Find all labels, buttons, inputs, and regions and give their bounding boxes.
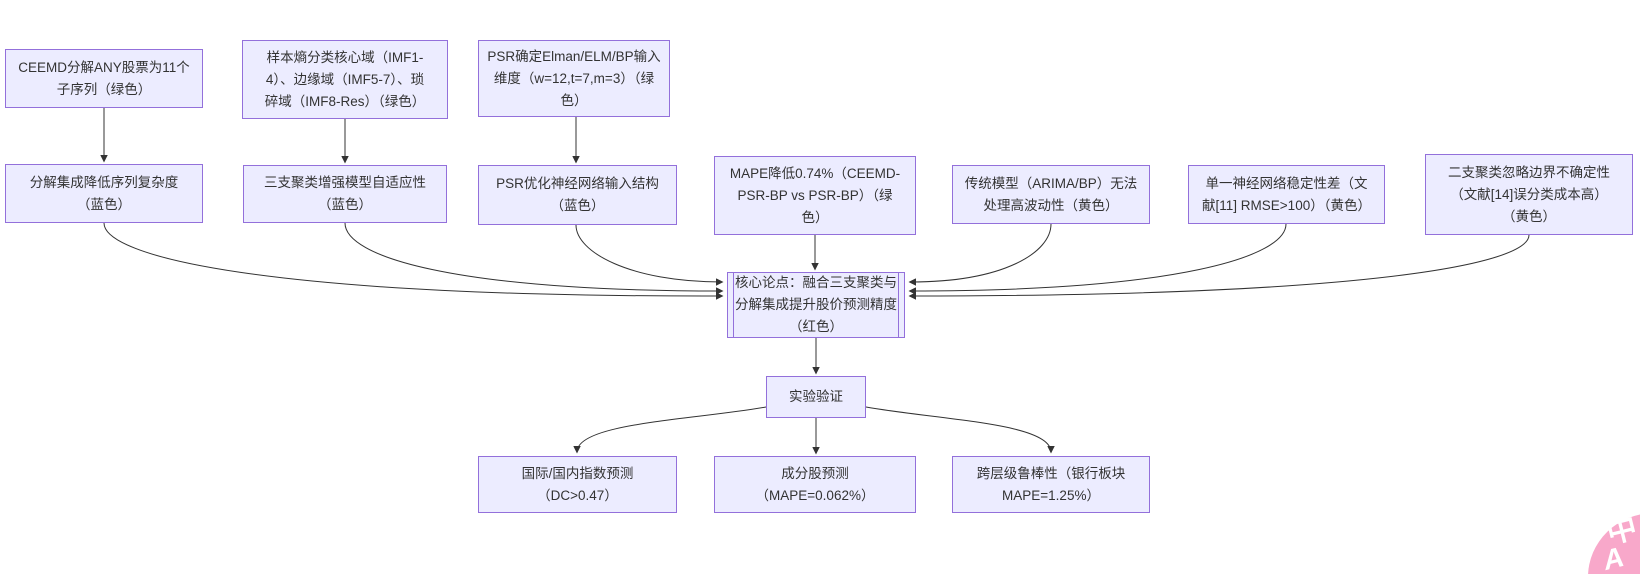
node-psr-input-dimension: PSR确定Elman/ELM/BP输入 维度（w=12,t=7,m=3）（绿 色… [478, 40, 670, 117]
edge-experiment-index [573, 406, 767, 454]
node-index-prediction: 国际/国内指数预测 （DC>0.47） [478, 456, 677, 513]
node-three-way-clustering: 三支聚类增强模型自适应性 （蓝色） [243, 165, 447, 223]
edge-psropt-core [575, 224, 724, 286]
edge-threeway-core [344, 222, 724, 295]
node-cross-level-robustness: 跨层级鲁棒性（银行板块 MAPE=1.25%） [952, 456, 1150, 513]
translate-badge-button[interactable]: 中 A [1588, 511, 1640, 574]
node-sample-entropy-classification: 样本熵分类核心域（IMF1- 4）、边缘域（IMF5-7）、琐 碎域（IMF8-… [242, 40, 448, 119]
edge-traditional-core [908, 223, 1052, 286]
edge-singlenn-core [908, 223, 1287, 295]
node-traditional-model-limits: 传统模型（ARIMA/BP）无法 处理高波动性（黄色） [952, 165, 1150, 224]
node-decomposition-integration: 分解集成降低序列复杂度 （蓝色） [5, 164, 203, 223]
node-core-thesis: 核心论点：融合三支聚类与 分解集成提升股价预测精度 （红色） [727, 272, 905, 338]
node-component-stock-prediction: 成分股预测 （MAPE=0.062%） [714, 456, 916, 513]
edge-experiment-robustness [865, 406, 1055, 454]
edge-decomp-core [103, 222, 724, 300]
node-two-way-clustering-limits: 二支聚类忽略边界不确定性 （文献[14]误分类成本高） （黄色） [1425, 154, 1633, 235]
node-psr-optimization: PSR优化神经网络输入结构 （蓝色） [478, 165, 677, 225]
node-single-nn-instability: 单一神经网络稳定性差（文 献[11] RMSE>100）（黄色） [1188, 165, 1385, 224]
node-mape-reduction: MAPE降低0.74%（CEEMD- PSR-BP vs PSR-BP）（绿 色… [714, 156, 916, 235]
translate-icon: 中 A [1599, 511, 1640, 574]
node-experiment-validation: 实验验证 [766, 376, 866, 418]
edge-twoway-core [908, 234, 1530, 300]
node-ceemd-decomposition: CEEMD分解ANY股票为11个 子序列（绿色） [5, 49, 203, 108]
